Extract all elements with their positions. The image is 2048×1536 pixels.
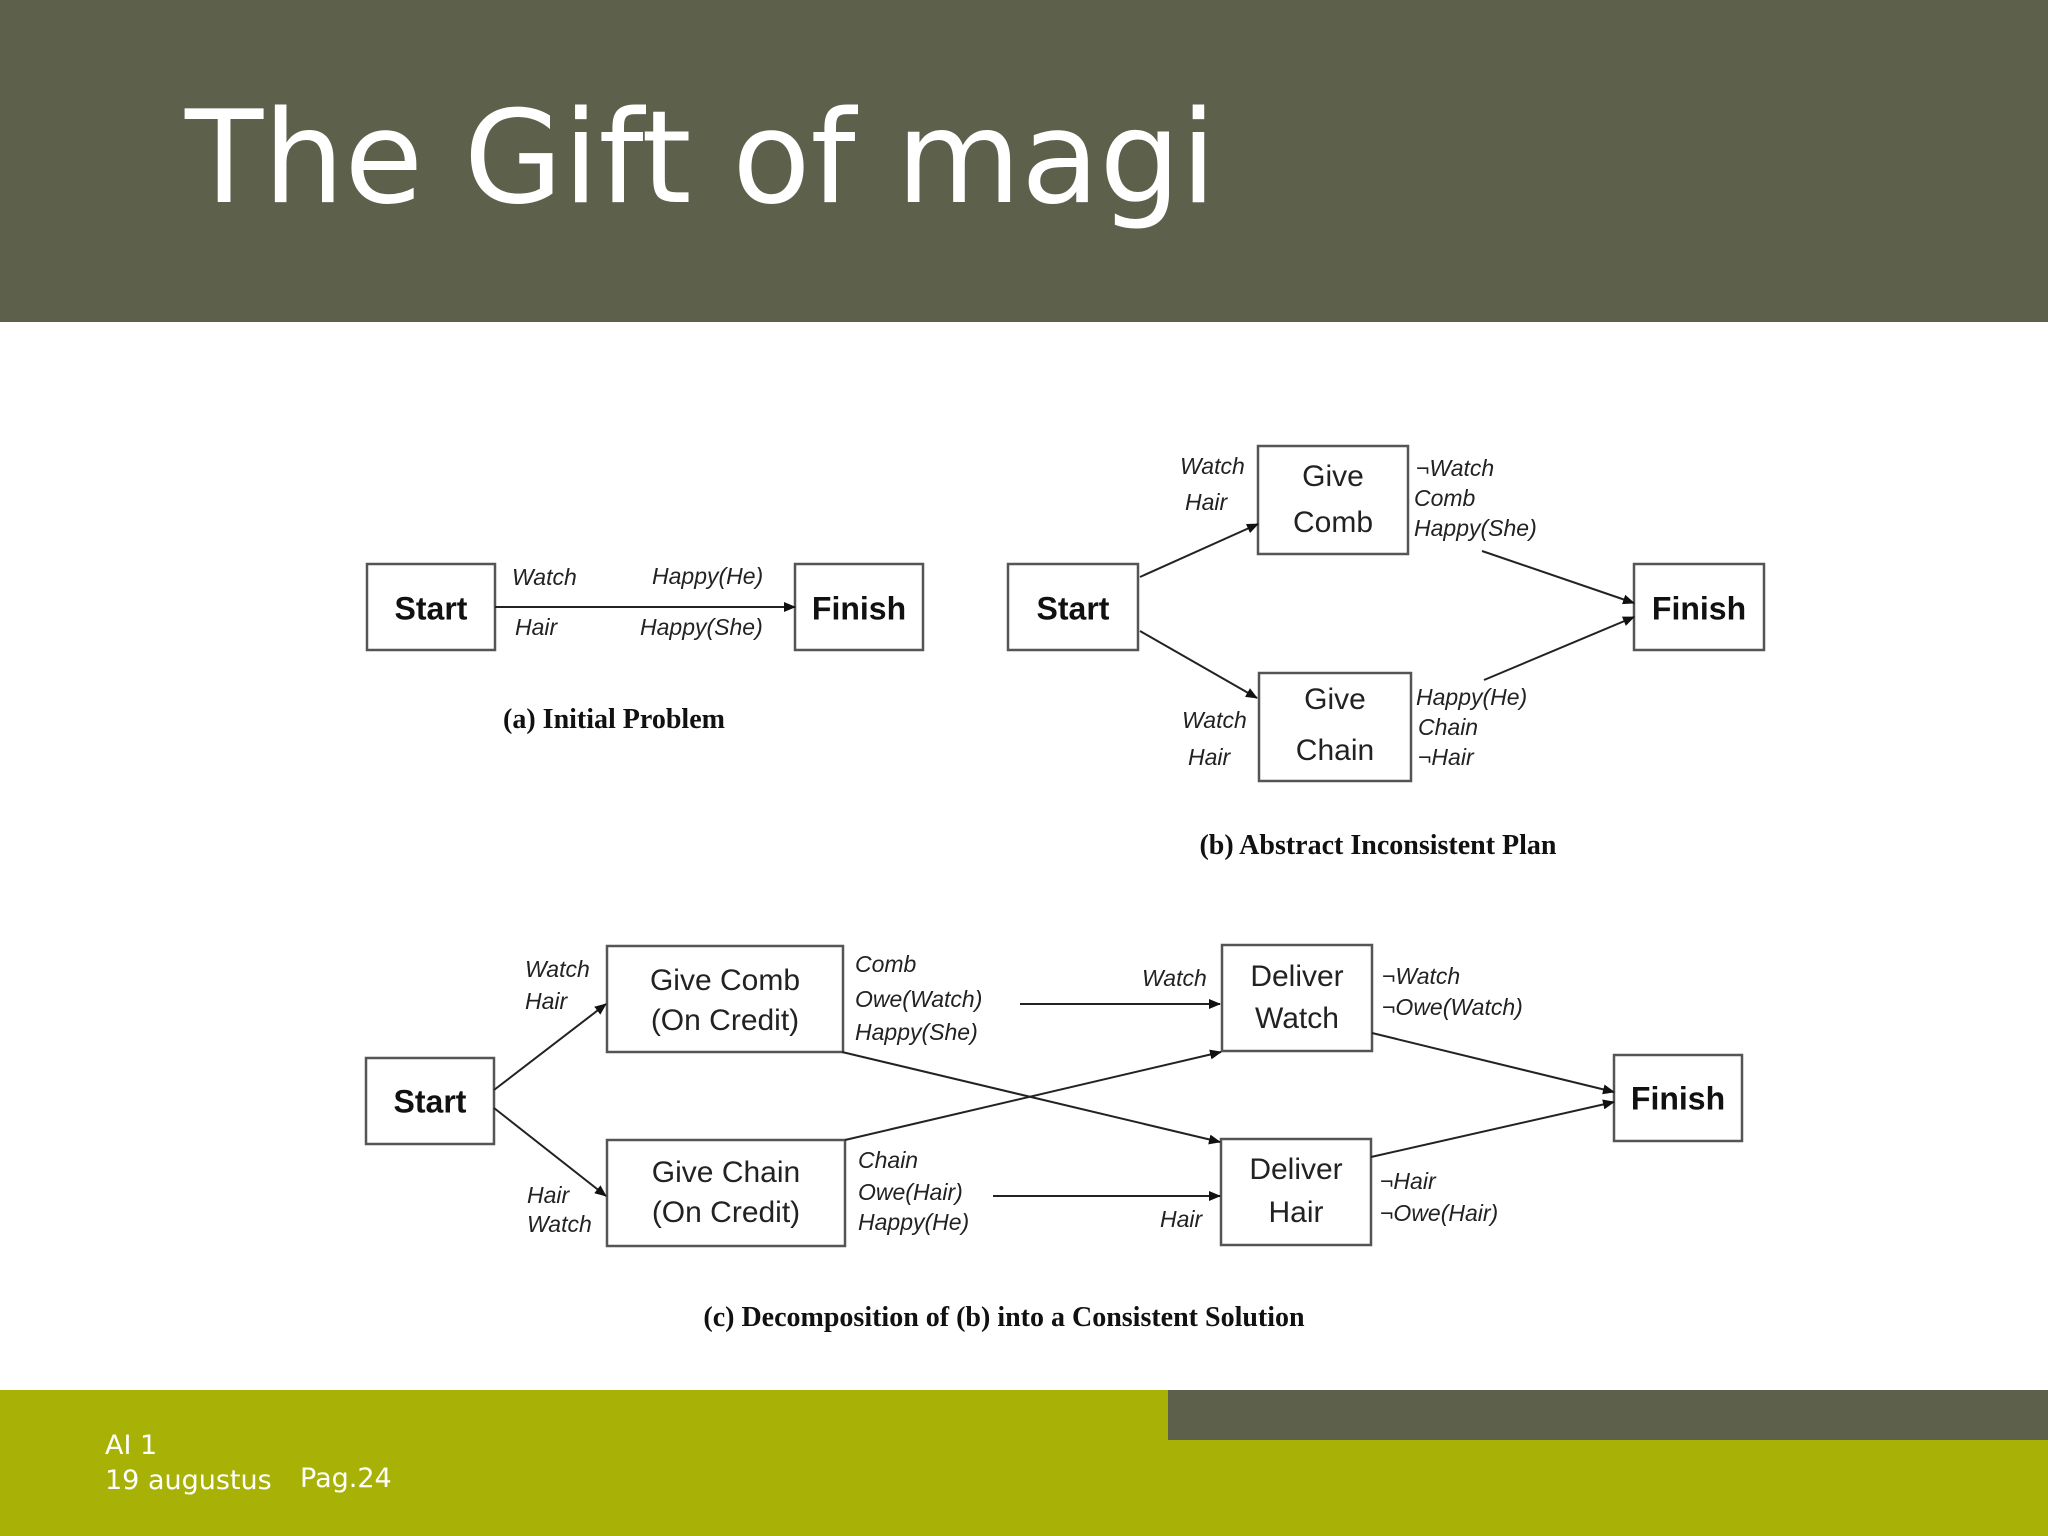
c-deliver-watch-line1: Deliver <box>1250 960 1343 993</box>
b-comb-pre-watch: Watch <box>1180 453 1245 479</box>
b-edge-start-chain <box>1139 630 1258 699</box>
c-edge-deliver-hair-finish <box>1370 1099 1615 1158</box>
c-comb-post-happy-she: Happy(She) <box>855 1019 978 1045</box>
b-comb-post-not-watch: ¬Watch <box>1416 455 1494 481</box>
c-deliver-hair-line1: Deliver <box>1249 1153 1342 1186</box>
c-deliver-hair-line2: Hair <box>1268 1196 1323 1229</box>
c-chain-pre-hair: Hair <box>527 1182 571 1208</box>
b-edge-start-comb <box>1139 523 1259 578</box>
b-finish-label: Finish <box>1652 590 1746 626</box>
a-goal-happy-she: Happy(She) <box>640 614 763 640</box>
b-give-comb-line1: Give <box>1302 460 1364 493</box>
c-edge-deliver-watch-finish <box>1371 1032 1615 1095</box>
c-deliver-hair-post-not-owe: ¬Owe(Hair) <box>1380 1200 1498 1226</box>
c-give-chain-line2: (On Credit) <box>652 1196 800 1229</box>
c-comb-post-comb: Comb <box>855 951 917 977</box>
c-chain-post-owe-hair: Owe(Hair) <box>858 1179 963 1205</box>
c-give-comb-line1: Give Comb <box>650 964 800 997</box>
c-give-comb-box <box>605 944 845 1054</box>
c-finish-box <box>1612 1053 1744 1143</box>
a-finish-label: Finish <box>812 590 906 626</box>
footer-course: AI 1 <box>105 1430 158 1461</box>
b-give-comb-box <box>1256 444 1410 556</box>
footer-date: 19 augustus <box>105 1465 272 1496</box>
b-caption: (b) Abstract Inconsistent Plan <box>1199 830 1556 861</box>
b-chain-pre-hair: Hair <box>1188 744 1232 770</box>
c-deliver-hair-pre: Hair <box>1160 1206 1204 1232</box>
a-pre-watch: Watch <box>512 564 577 590</box>
b-chain-post-happy-he: Happy(He) <box>1416 684 1527 710</box>
b-give-chain-box <box>1257 671 1413 783</box>
c-edge-start-comb <box>493 1003 607 1091</box>
diagram-a: Start Finish Watch Hair Happy(He) Happy(… <box>365 562 925 735</box>
a-start-label: Start <box>395 590 468 626</box>
b-comb-pre-hair: Hair <box>1185 489 1229 515</box>
c-comb-pre-hair: Hair <box>525 988 569 1014</box>
b-comb-post-comb: Comb <box>1414 485 1476 511</box>
b-edge-comb-finish <box>1481 550 1635 605</box>
c-chain-post-chain: Chain <box>858 1147 918 1173</box>
c-caption: (c) Decomposition of (b) into a Consiste… <box>703 1302 1305 1333</box>
b-chain-post-chain: Chain <box>1418 714 1478 740</box>
b-comb-post-happy-she: Happy(She) <box>1414 515 1537 541</box>
b-chain-pre-watch: Watch <box>1182 707 1247 733</box>
c-chain-post-happy-he: Happy(He) <box>858 1209 969 1235</box>
diagram-b: Start Finish Give Comb Watch Hair ¬Watch… <box>1006 444 1766 861</box>
b-start-label: Start <box>1037 590 1110 626</box>
c-deliver-hair-post-not-hair: ¬Hair <box>1380 1168 1437 1194</box>
c-edge-start-chain <box>493 1107 607 1197</box>
c-comb-post-owe-watch: Owe(Watch) <box>855 986 982 1012</box>
slide-header <box>0 0 2048 322</box>
c-comb-pre-watch: Watch <box>525 956 590 982</box>
c-deliver-watch-pre: Watch <box>1142 965 1207 991</box>
diagram-c: Start Finish Give Comb (On Credit) Watch… <box>364 943 1744 1333</box>
b-edge-chain-finish <box>1483 616 1635 681</box>
b-start-box <box>1006 562 1140 652</box>
footer-accent-bar <box>1168 1390 2048 1440</box>
c-give-chain-box <box>605 1138 847 1248</box>
c-finish-label: Finish <box>1631 1080 1725 1116</box>
c-start-box <box>364 1056 496 1146</box>
a-goal-happy-he: Happy(He) <box>652 563 763 589</box>
c-edge-chain-deliver-watch <box>844 1049 1222 1141</box>
b-chain-post-not-hair: ¬Hair <box>1418 744 1475 770</box>
footer-page-number: Pag.24 <box>300 1463 392 1494</box>
slide-title: The Gift of magi <box>185 84 1217 233</box>
c-give-chain-line1: Give Chain <box>652 1156 800 1189</box>
b-give-chain-line1: Give <box>1304 683 1366 716</box>
c-deliver-watch-box <box>1220 943 1374 1053</box>
c-deliver-watch-post-not-owe: ¬Owe(Watch) <box>1382 994 1523 1020</box>
a-pre-hair: Hair <box>515 614 559 640</box>
b-finish-box <box>1632 562 1766 652</box>
c-deliver-hair-box <box>1219 1137 1373 1247</box>
c-deliver-watch-post-not-watch: ¬Watch <box>1382 963 1460 989</box>
c-chain-pre-watch: Watch <box>527 1211 592 1237</box>
b-give-chain-line2: Chain <box>1296 734 1374 767</box>
c-deliver-watch-line2: Watch <box>1255 1002 1339 1035</box>
a-start-box <box>365 562 497 652</box>
b-give-comb-line2: Comb <box>1293 506 1373 539</box>
c-start-label: Start <box>394 1083 467 1119</box>
c-give-comb-line2: (On Credit) <box>651 1004 799 1037</box>
a-caption: (a) Initial Problem <box>503 704 725 735</box>
